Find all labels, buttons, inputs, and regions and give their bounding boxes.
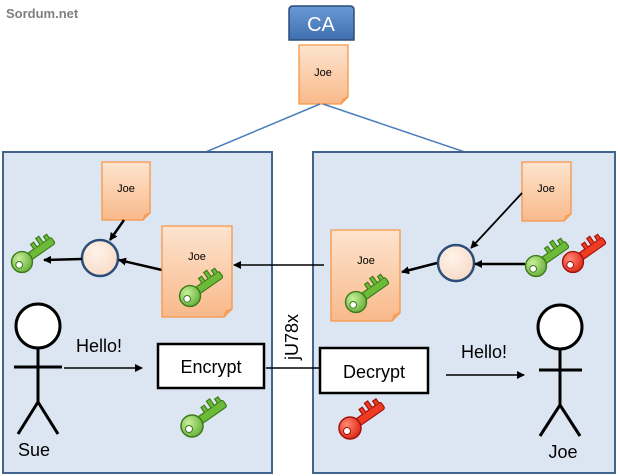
ca-label: CA — [307, 14, 335, 36]
receiver-sign-circle — [436, 243, 476, 283]
sender-certificate-document-icon: Joe — [101, 161, 151, 221]
sue-stick-figure-icon — [14, 302, 62, 435]
sender-certificate-label: Joe — [117, 183, 135, 195]
ca-certificate-document-icon: Joe — [298, 44, 349, 105]
joe-stick-figure-icon — [536, 303, 584, 437]
sender-person-name: Sue — [18, 440, 50, 460]
sender-verify-circle — [80, 238, 120, 278]
ca-certificate-label: Joe — [314, 67, 332, 79]
ciphertext-text: jU78x — [282, 314, 302, 361]
decrypt-label: Decrypt — [343, 362, 405, 382]
receiver-signed-certificate-label: Joe — [357, 255, 375, 267]
receiver-person-name: Joe — [548, 442, 577, 462]
receiver-signed-certificate-document-icon: Joe — [330, 229, 401, 322]
receiver-message-text: Hello! — [461, 342, 507, 362]
watermark-text: Sordum.net — [6, 6, 79, 21]
receiver-cert-to-circle-arrow — [470, 192, 523, 249]
sender-signed-certificate-document-icon: Joe — [161, 225, 233, 318]
sender-signed-certificate-label: Joe — [188, 251, 206, 263]
sender-message-text: Hello! — [76, 336, 122, 356]
ca-badge: CA — [288, 5, 355, 41]
encrypt-label: Encrypt — [180, 357, 241, 377]
receiver-circle-to-signed-arrow — [401, 261, 438, 275]
encrypt-box: Encrypt — [156, 342, 266, 390]
receiver-certificate-document-icon: Joe — [521, 161, 572, 222]
receiver-certificate-label: Joe — [537, 183, 555, 195]
sender-signed-to-circle-arrow — [118, 257, 163, 272]
sender-cert-to-circle-arrow — [108, 219, 126, 241]
decrypt-box: Decrypt — [318, 346, 430, 395]
sender-circle-to-key-arrow — [43, 255, 83, 264]
